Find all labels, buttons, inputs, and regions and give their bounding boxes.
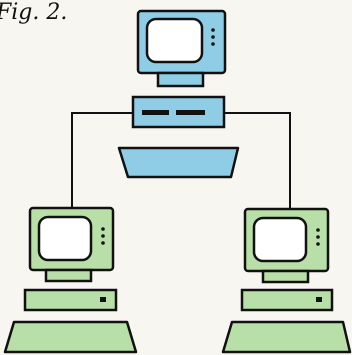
connection-line-right bbox=[224, 112, 291, 212]
left-system-unit-icon bbox=[23, 288, 118, 312]
left-terminal bbox=[3, 206, 138, 354]
right-system-unit-icon bbox=[240, 288, 334, 312]
left-monitor-icon bbox=[28, 206, 115, 283]
central-computer bbox=[117, 9, 240, 179]
right-terminal bbox=[221, 207, 352, 354]
connection-lines bbox=[71, 112, 291, 212]
host-system-unit-icon bbox=[131, 95, 226, 129]
connection-line-left bbox=[71, 112, 133, 212]
host-monitor-icon bbox=[136, 9, 227, 88]
host-keyboard-icon bbox=[117, 146, 240, 179]
right-monitor-icon bbox=[243, 207, 330, 284]
left-keyboard-icon bbox=[3, 320, 138, 354]
figure-caption: Fig. 2. bbox=[0, 0, 68, 25]
right-keyboard-icon bbox=[221, 320, 352, 354]
